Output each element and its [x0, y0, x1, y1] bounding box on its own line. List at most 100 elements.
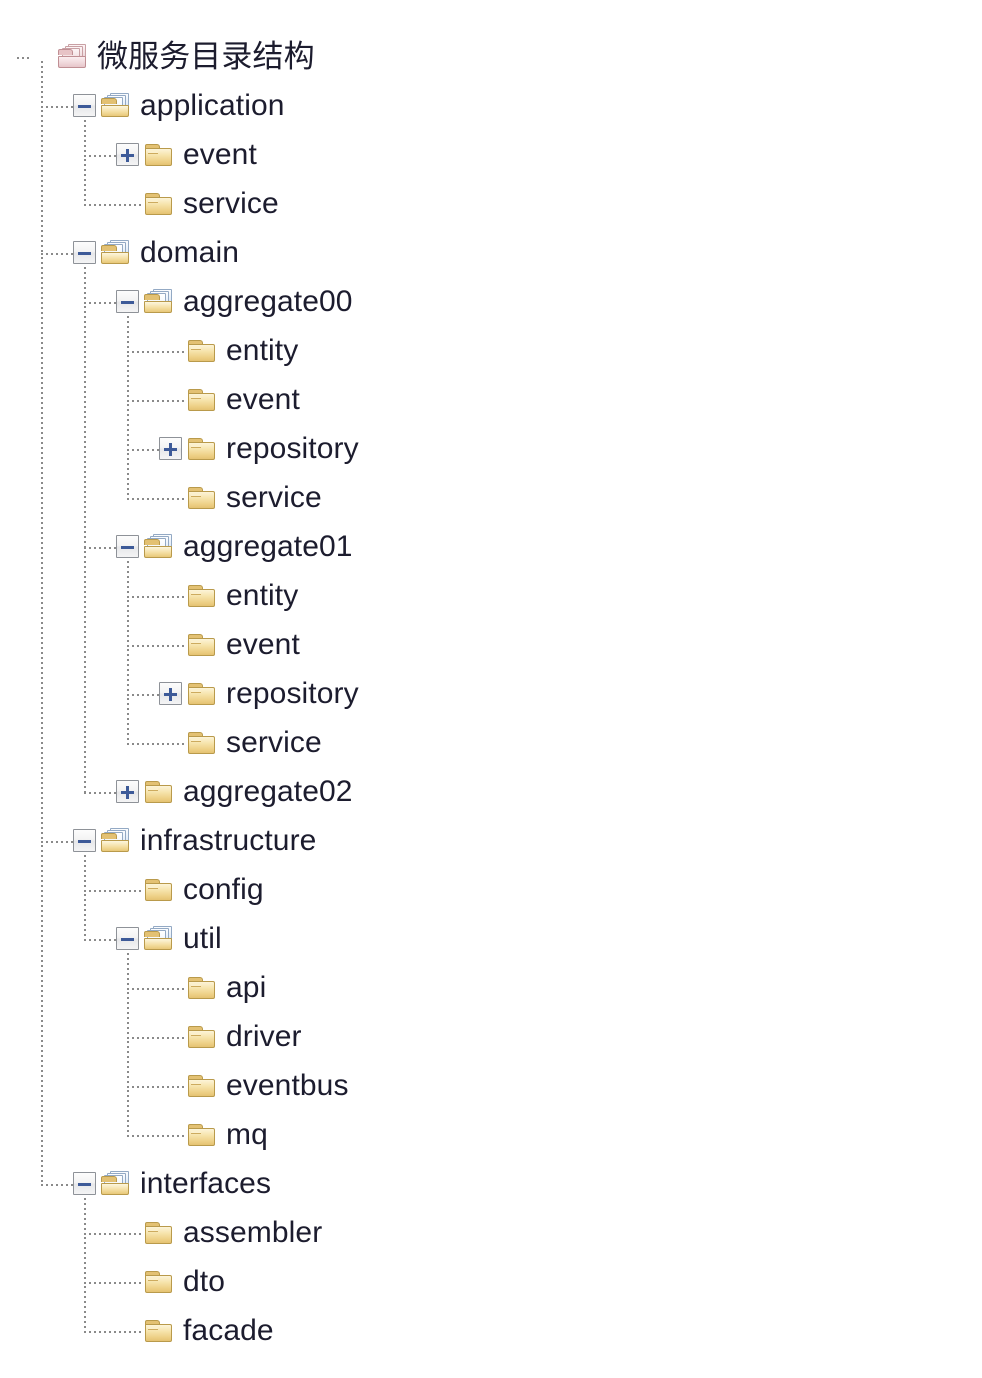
tree-node-label: api	[226, 970, 267, 1004]
tree-toggle-interfaces[interactable]	[73, 1172, 96, 1195]
tree-node-label: entity	[226, 333, 299, 367]
tree-node-label: mq	[226, 1117, 268, 1151]
tree-node-agg00-repository[interactable]: repository	[187, 424, 359, 473]
tree-node-label: service	[183, 186, 279, 220]
folder-closed-icon	[187, 975, 217, 1001]
folder-open-icon	[144, 533, 174, 560]
tree-guide-line	[84, 889, 142, 892]
tree-node-application-event[interactable]: event	[144, 130, 257, 179]
tree-toggle-infra-util[interactable]	[116, 927, 139, 950]
tree-guide-line	[84, 1285, 86, 1331]
tree-toggle-application-event[interactable]	[116, 143, 139, 166]
tree-node-if-assembler[interactable]: assembler	[144, 1208, 322, 1257]
tree-guide-line	[127, 693, 159, 696]
folder-open-icon	[144, 288, 174, 315]
tree-node-label: driver	[226, 1019, 302, 1053]
tree-node-aggregate02[interactable]: aggregate02	[144, 767, 353, 816]
tree-node-agg01-service[interactable]: service	[187, 718, 322, 767]
tree-guide-line	[84, 1236, 86, 1282]
tree-node-label: event	[226, 627, 300, 661]
tree-node-util-mq[interactable]: mq	[187, 1110, 268, 1159]
tree-node-infra-config[interactable]: config	[144, 865, 264, 914]
tree-toggle-domain[interactable]	[73, 241, 96, 264]
tree-node-agg00-service[interactable]: service	[187, 473, 322, 522]
tree-guide-line	[127, 305, 129, 351]
tree-node-label: service	[226, 480, 322, 514]
tree-guide-line	[127, 448, 159, 451]
tree-node-application[interactable]: application	[101, 81, 285, 130]
folder-closed-icon	[187, 1073, 217, 1099]
tree-node-aggregate00[interactable]: aggregate00	[144, 277, 353, 326]
folder-open-icon	[144, 925, 174, 952]
tree-guide-line	[84, 305, 86, 547]
tree-node-if-facade[interactable]: facade	[144, 1306, 274, 1355]
tree-guide-line	[84, 1330, 142, 1333]
tree-guide-line	[127, 987, 185, 990]
folder-closed-icon	[144, 191, 174, 217]
tree-guide-line	[84, 256, 86, 302]
tree-node-root[interactable]: 微服务目录结构	[58, 32, 315, 81]
tree-node-util-driver[interactable]: driver	[187, 1012, 302, 1061]
tree-toggle-aggregate01[interactable]	[116, 535, 139, 558]
tree-toggle-infrastructure[interactable]	[73, 829, 96, 852]
tree-toggle-aggregate00[interactable]	[116, 290, 139, 313]
folder-open-icon	[101, 92, 131, 119]
tree-node-agg01-repository[interactable]: repository	[187, 669, 359, 718]
folder-closed-icon	[187, 338, 217, 364]
tree-node-label: eventbus	[226, 1068, 349, 1102]
tree-node-application-service[interactable]: service	[144, 179, 279, 228]
tree-guide-line	[17, 56, 30, 59]
tree-guide-line	[84, 1187, 86, 1233]
tree-node-util-eventbus[interactable]: eventbus	[187, 1061, 349, 1110]
tree-node-infrastructure[interactable]: infrastructure	[101, 816, 316, 865]
tree-node-label: dto	[183, 1264, 226, 1298]
tree-node-infra-util[interactable]: util	[144, 914, 222, 963]
tree-guide-line	[127, 648, 129, 694]
tree-guide-line	[127, 1089, 129, 1135]
tree-node-label: event	[183, 137, 257, 171]
tree-toggle-agg01-repository[interactable]	[159, 682, 182, 705]
folder-closed-icon	[187, 632, 217, 658]
tree-node-label: facade	[183, 1313, 274, 1347]
tree-guide-line	[127, 403, 129, 449]
tree-guide-line	[84, 550, 86, 792]
tree-guide-line	[41, 60, 43, 106]
tree-guide-line	[127, 991, 129, 1037]
tree-node-interfaces[interactable]: interfaces	[101, 1159, 271, 1208]
tree-guide-line	[84, 546, 116, 549]
tree-guide-line	[84, 109, 86, 155]
tree-node-label: aggregate00	[183, 284, 353, 318]
tree-guide-line	[84, 203, 142, 206]
folder-closed-icon	[187, 1122, 217, 1148]
folder-closed-icon	[144, 1269, 174, 1295]
tree-guide-line	[127, 599, 129, 645]
folder-open-icon	[101, 239, 131, 266]
tree-guide-line	[84, 938, 116, 941]
tree-node-label: domain	[140, 235, 239, 269]
tree-node-domain[interactable]: domain	[101, 228, 239, 277]
tree-guide-line	[84, 154, 116, 157]
tree-node-agg00-event[interactable]: event	[187, 375, 300, 424]
tree-guide-line	[127, 1085, 185, 1088]
tree-toggle-agg00-repository[interactable]	[159, 437, 182, 460]
folder-closed-icon	[144, 877, 174, 903]
tree-guide-line	[127, 1040, 129, 1086]
tree-guide-line	[127, 697, 129, 743]
tree-node-aggregate01[interactable]: aggregate01	[144, 522, 353, 571]
tree-guide-line	[127, 354, 129, 400]
tree-toggle-aggregate02[interactable]	[116, 780, 139, 803]
tree-node-agg00-entity[interactable]: entity	[187, 326, 298, 375]
tree-toggle-application[interactable]	[73, 94, 96, 117]
tree-guide-line	[41, 840, 73, 843]
tree-guide-line	[127, 942, 129, 988]
tree-node-label: application	[140, 88, 285, 122]
tree-node-agg01-event[interactable]: event	[187, 620, 300, 669]
tree-node-if-dto[interactable]: dto	[144, 1257, 225, 1306]
folder-closed-icon	[144, 1318, 174, 1344]
tree-node-agg01-entity[interactable]: entity	[187, 571, 298, 620]
tree-node-label: repository	[226, 431, 359, 465]
tree-node-util-api[interactable]: api	[187, 963, 266, 1012]
tree-node-label: config	[183, 872, 264, 906]
folder-open-icon	[101, 827, 131, 854]
